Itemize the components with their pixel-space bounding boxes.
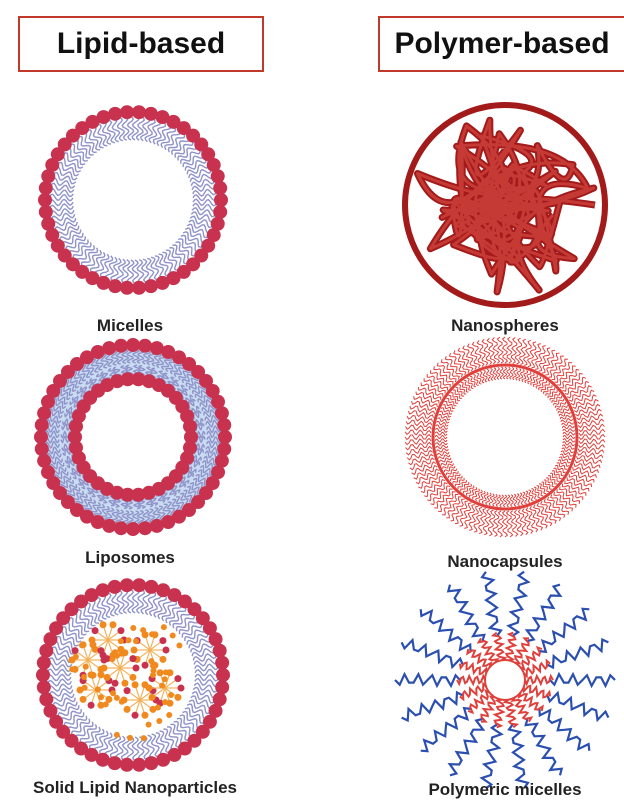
polymeric-micelles-label: Polymeric micelles — [395, 780, 615, 800]
nanocapsule-figure — [405, 337, 605, 537]
nanocapsules-label: Nanocapsules — [400, 552, 610, 572]
nanospheres-label: Nanospheres — [400, 316, 610, 336]
polymeric-micelle-figure — [395, 572, 615, 789]
solid-lipid-nanoparticle-figure — [36, 578, 230, 772]
solid-lipid-nanoparticles-label: Solid Lipid Nanoparticles — [0, 778, 270, 798]
nanosphere-figure — [405, 105, 605, 305]
liposome-figure — [34, 338, 232, 536]
micelles-label: Micelles — [40, 316, 220, 336]
micelle-figure — [38, 105, 228, 295]
liposomes-label: Liposomes — [40, 548, 220, 568]
